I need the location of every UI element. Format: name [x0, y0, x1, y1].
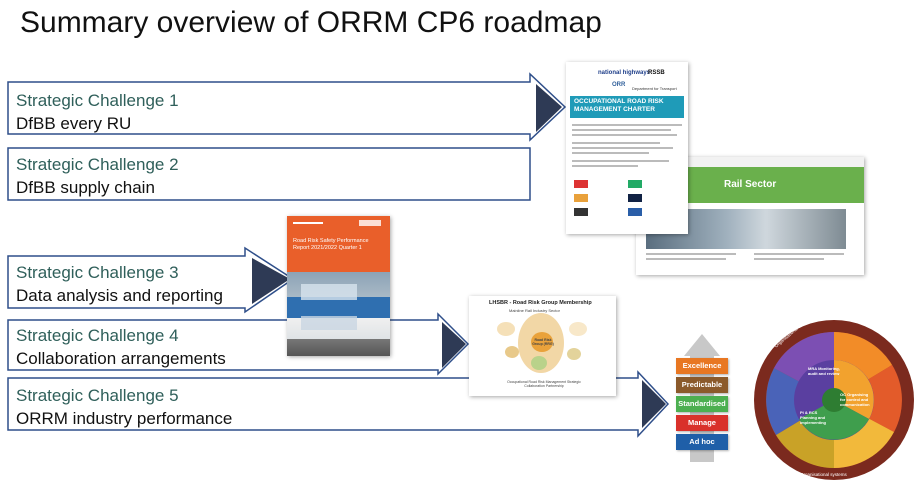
challenge-5-subtitle: ORRM industry performance [16, 409, 233, 428]
page-title: Summary overview of ORRM CP6 roadmap [20, 6, 602, 39]
rail-sector-banner: Rail Sector [724, 179, 777, 190]
challenge-5-title: Strategic Challenge 5 [16, 386, 179, 405]
challenge-1-title: Strategic Challenge 1 [16, 91, 179, 110]
report-heading: Road Risk Safety Performance Report 2021… [293, 238, 369, 251]
rssb-logo: RSSB [648, 70, 665, 76]
maturity-level-predictable: Predictable [676, 377, 728, 393]
maturity-level-excellence: Excellence [676, 358, 728, 374]
challenge-4-title: Strategic Challenge 4 [16, 326, 179, 345]
collab-title: LHSBR - Road Risk Group Membership [489, 300, 592, 306]
wheel-segment-systems: Organisational systems [800, 472, 847, 477]
challenge-1-subtitle: DfBB every RU [16, 114, 132, 133]
orr-logo: ORR [612, 82, 626, 88]
challenge-2-subtitle: DfBB supply chain [16, 178, 155, 197]
challenge-1: Strategic Challenge 1 DfBB every RU [16, 89, 179, 135]
maturity-level-manage: Manage [676, 415, 728, 431]
collaboration-diagram-thumbnail: LHSBR - Road Risk Group Membership Mainl… [469, 296, 616, 396]
challenge-arrow-3 [7, 246, 295, 314]
wheel-label-oc: OC Organising for control and communicat… [840, 392, 870, 407]
road-risk-report-thumbnail: Road Risk Safety Performance Report 2021… [287, 216, 390, 356]
maturity-level-ad-hoc: Ad hoc [676, 434, 728, 450]
challenge-4-subtitle: Collaboration arrangements [16, 349, 226, 368]
collab-center: Road Risk Group (RRG) [532, 338, 554, 346]
challenge-3-title: Strategic Challenge 3 [16, 263, 179, 282]
challenge-5: Strategic Challenge 5 ORRM industry perf… [16, 384, 232, 430]
challenge-2-title: Strategic Challenge 2 [16, 155, 179, 174]
challenge-arrow-2 [7, 147, 531, 201]
national-highways-logo: national highways [598, 70, 651, 76]
maturity-level-standardised: Standardised [676, 396, 728, 412]
challenge-4: Strategic Challenge 4 Collaboration arra… [16, 324, 226, 370]
charter-banner: OCCUPATIONAL ROAD RISK MANAGEMENT CHARTE… [574, 98, 664, 113]
challenge-3: Strategic Challenge 3 Data analysis and … [16, 261, 223, 307]
challenge-3-subtitle: Data analysis and reporting [16, 286, 223, 305]
dft-logo: Department for Transport [632, 86, 677, 91]
collab-subtitle: Mainline Rail Industry Sector [509, 308, 560, 313]
wheel-label-pi-rcs: PI & RCS Planning and implementing [800, 410, 827, 425]
charter-document-thumbnail: national highways RSSB ORR Department fo… [566, 62, 688, 234]
challenge-arrow-1 [7, 72, 567, 142]
wheel-label-mra: MRA Monitoring, audit and review [808, 366, 840, 376]
challenge-2: Strategic Challenge 2 DfBB supply chain [16, 153, 179, 199]
collab-footer: Occupational Road Risk Management Strate… [507, 380, 581, 388]
